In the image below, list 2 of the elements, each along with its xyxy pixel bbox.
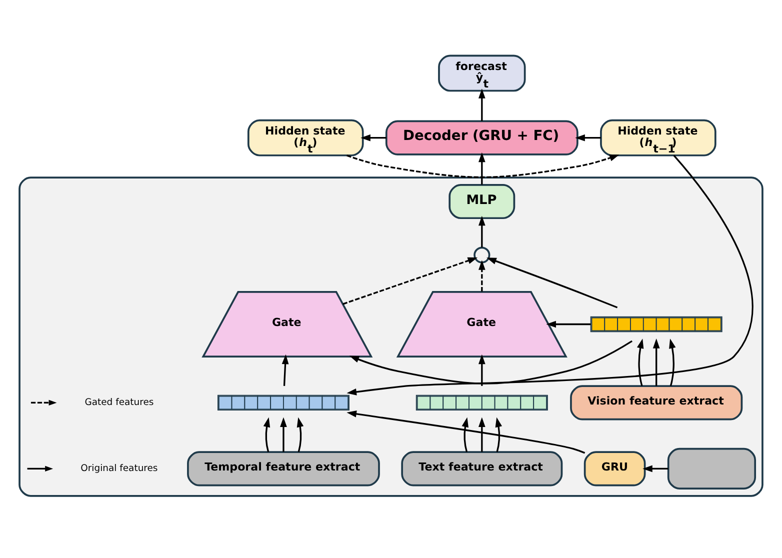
legend-label: Original features	[80, 462, 158, 474]
legend-label: Gated features	[84, 396, 154, 408]
